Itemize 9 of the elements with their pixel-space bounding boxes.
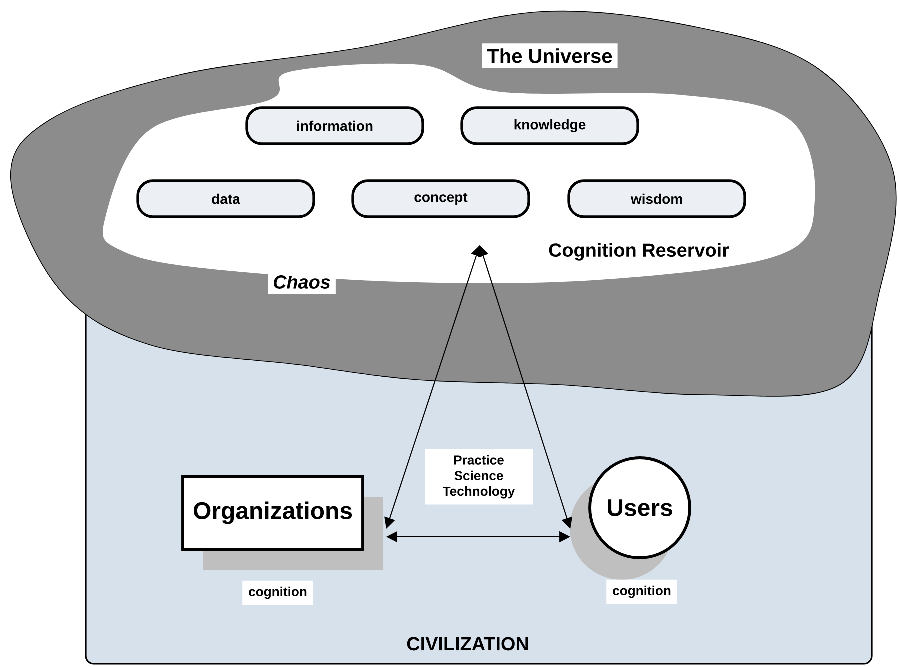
pill-box: knowledge bbox=[460, 106, 640, 146]
pill-box: data bbox=[136, 180, 316, 218]
pill-box: concept bbox=[352, 180, 530, 218]
text-box: Practice Science Technology bbox=[425, 449, 533, 505]
organizations-box: Organizations bbox=[182, 475, 383, 570]
caption-box: cognition bbox=[242, 580, 314, 606]
pill-box: wisdom bbox=[568, 180, 746, 218]
caption-box: cognition bbox=[606, 580, 678, 604]
pill-box: information bbox=[246, 106, 424, 146]
